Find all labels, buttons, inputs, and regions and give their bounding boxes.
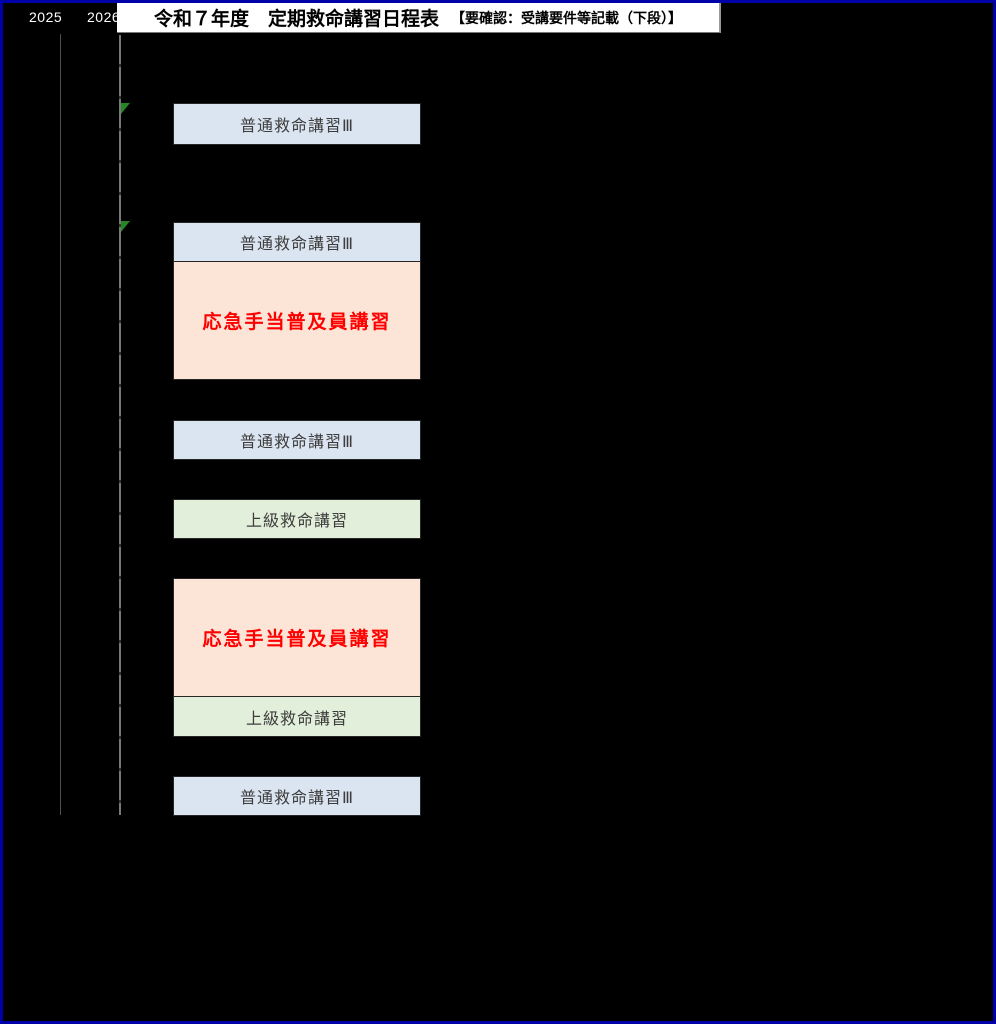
course-cell: 普通救命講習Ⅲ: [174, 777, 420, 815]
page-title-note: 【要確認：受講要件等記載（下段）】: [451, 9, 682, 26]
course-cell: 普通救命講習Ⅲ: [174, 421, 420, 459]
year-gridline-2025: [60, 34, 61, 815]
course-cell: 応急手当普及員講習: [174, 579, 420, 696]
course-block: 普通救命講習Ⅲ 応急手当普及員講習: [173, 222, 421, 380]
course-cell: 上級救命講習: [174, 696, 420, 736]
course-block: 普通救命講習Ⅲ: [173, 420, 421, 460]
page-title: 令和７年度 定期救命講習日程表: [153, 9, 439, 30]
year-gridline-2026: [119, 35, 121, 815]
course-block: 応急手当普及員講習 上級救命講習: [173, 578, 421, 737]
green-flag-icon: [121, 103, 130, 114]
course-block: 上級救命講習: [173, 499, 421, 539]
course-block: 普通救命講習Ⅲ: [173, 103, 421, 145]
course-cell: 普通救命講習Ⅲ: [174, 223, 420, 261]
course-cell: 上級救命講習: [174, 500, 420, 538]
title-bar: 令和７年度 定期救命講習日程表 【要確認：受講要件等記載（下段）】: [117, 3, 721, 33]
year-label-2025: 2025: [29, 9, 63, 25]
course-cell: 応急手当普及員講習: [174, 261, 420, 379]
green-flag-icon: [121, 221, 130, 232]
course-block: 普通救命講習Ⅲ: [173, 776, 421, 816]
course-cell: 普通救命講習Ⅲ: [174, 104, 420, 144]
year-label-2026: 2026: [87, 9, 121, 25]
